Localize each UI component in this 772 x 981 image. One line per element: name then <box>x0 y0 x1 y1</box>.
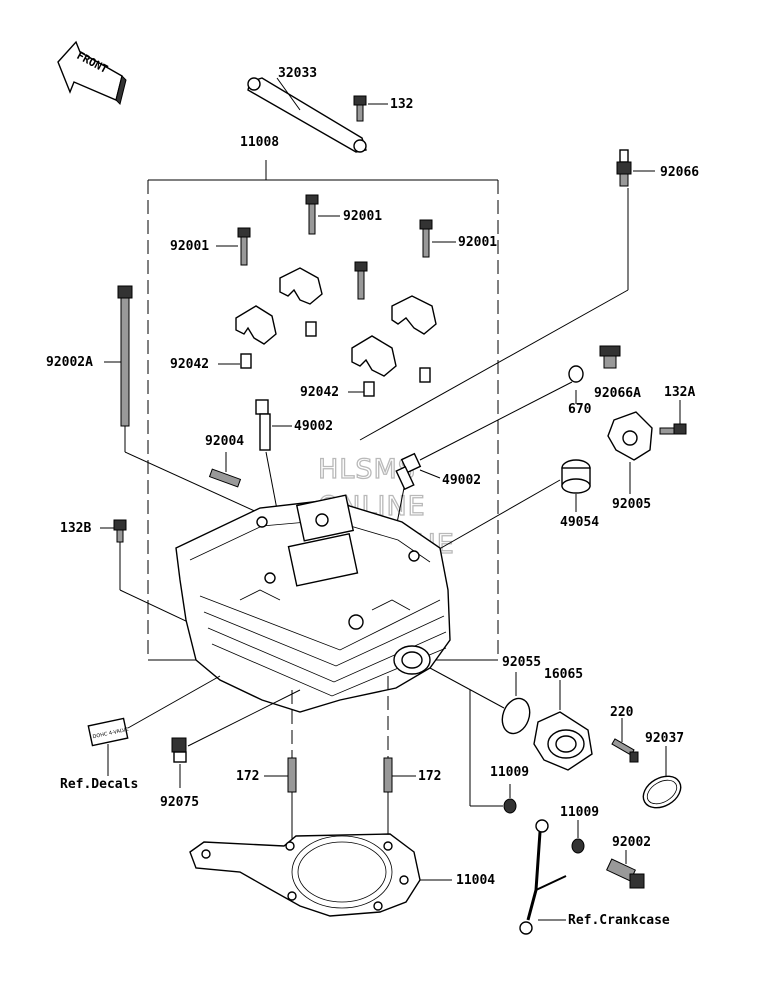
part-16065-holder <box>533 680 593 771</box>
label-132: 132 <box>390 97 413 112</box>
label-92002: 92002 <box>612 835 651 850</box>
label-92055: 92055 <box>502 655 541 670</box>
oil-pipe <box>519 819 567 935</box>
label-92075: 92075 <box>160 795 199 810</box>
part-92001-bolts <box>216 194 456 300</box>
part-92042-dowels <box>218 353 431 397</box>
part-32033-link <box>247 77 367 153</box>
label-11008: 11008 <box>240 135 279 150</box>
part-labels: 32033 132 11008 92066 92001 92001 92001 … <box>46 66 699 928</box>
part-92075 <box>171 689 301 788</box>
label-92001-center: 92001 <box>343 209 382 224</box>
label-92066A: 92066A <box>594 386 641 401</box>
label-220: 220 <box>610 705 634 720</box>
label-11009-left: 11009 <box>490 765 529 780</box>
part-92066A-plug <box>599 345 621 369</box>
label-92037: 92037 <box>645 731 684 746</box>
label-92002A: 92002A <box>46 355 93 370</box>
label-92042-center: 92042 <box>300 385 339 400</box>
part-92002A-bolt <box>104 285 271 519</box>
part-132A-bolt <box>659 400 687 435</box>
part-670-oring <box>419 365 584 461</box>
ref-decals-part: DOHC 4-VALVE <box>87 675 221 776</box>
part-49054 <box>419 459 591 561</box>
label-92066: 92066 <box>660 165 699 180</box>
part-92055-oring <box>429 667 531 735</box>
label-16065: 16065 <box>544 667 583 682</box>
label-11009-right: 11009 <box>560 805 599 820</box>
label-132A: 132A <box>664 385 695 400</box>
label-172-left: 172 <box>236 769 259 784</box>
label-132B: 132B <box>60 521 91 536</box>
label-92005: 92005 <box>612 497 651 512</box>
label-92001-left: 92001 <box>170 239 209 254</box>
label-ref-crankcase: Ref.Crankcase <box>568 913 670 928</box>
label-49002-left: 49002 <box>294 419 333 434</box>
part-92037-clamp <box>642 746 682 809</box>
part-92004-stud <box>208 452 242 488</box>
part-92005-cover <box>607 411 653 494</box>
label-ref-decals: Ref.Decals <box>60 777 138 792</box>
watermark-line1: HLSMS <box>318 454 416 485</box>
label-49054: 49054 <box>560 515 599 530</box>
label-92004: 92004 <box>205 434 244 449</box>
label-32033: 32033 <box>278 66 317 81</box>
part-11009-washers <box>469 690 585 854</box>
front-arrow: FRONT <box>57 40 127 105</box>
part-132-bolt <box>353 95 388 122</box>
part-220-screw <box>611 718 639 763</box>
label-11004: 11004 <box>456 873 495 888</box>
label-92042-left: 92042 <box>170 357 209 372</box>
part-92002-bolt <box>606 850 645 889</box>
part-11004-gasket <box>189 833 452 917</box>
label-92001-right: 92001 <box>458 235 497 250</box>
camshaft-caps <box>235 267 437 377</box>
label-49002-right: 49002 <box>442 473 481 488</box>
label-172-right: 172 <box>418 769 441 784</box>
label-670: 670 <box>568 402 592 417</box>
part-92066-sensor <box>359 149 655 441</box>
cylinder-head <box>175 494 451 713</box>
